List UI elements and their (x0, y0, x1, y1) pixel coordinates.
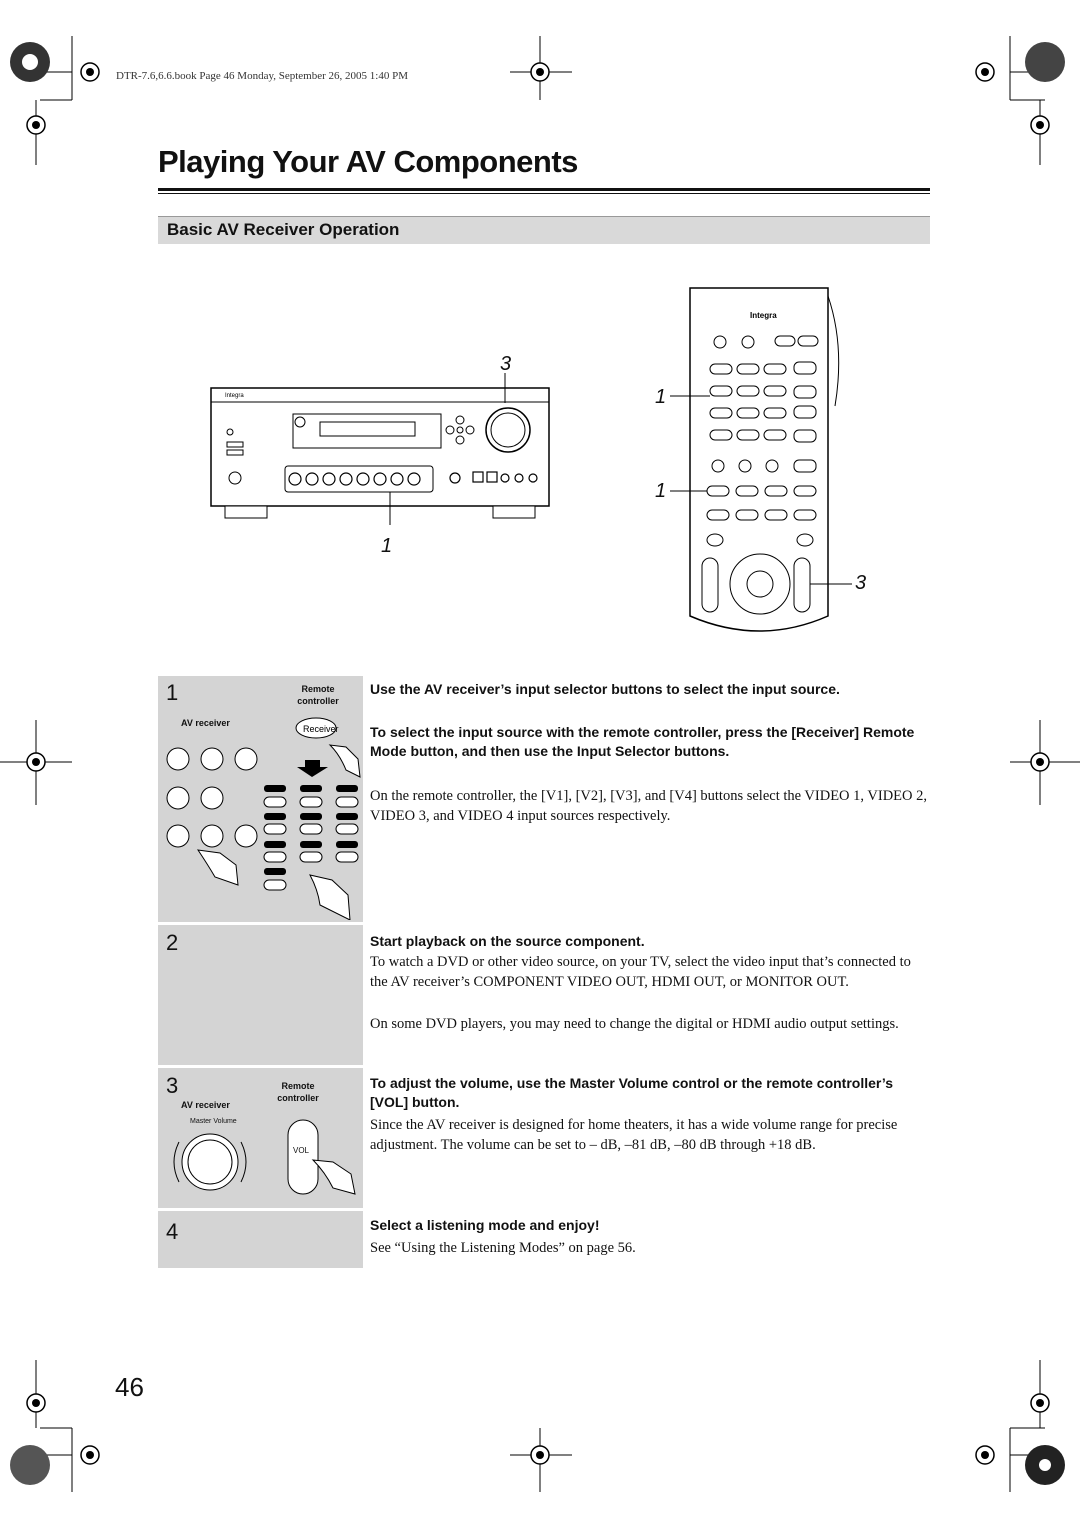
step-2-number: 2 (166, 930, 179, 955)
receiver-brand-text: Integra (225, 393, 244, 399)
master-volume-label: Master Volume (190, 1118, 237, 1125)
vol-label: VOL (293, 1146, 310, 1155)
receiver-button-text: Receiver (303, 724, 339, 734)
callout-line-3-receiver (504, 373, 506, 403)
step-2-text-2: On some DVD players, you may need to cha… (370, 1016, 899, 1032)
section-header: Basic AV Receiver Operation (158, 216, 930, 244)
title-rule-thin (158, 193, 930, 194)
callout-1-receiver: 1 (381, 535, 393, 557)
step-4-heading: Select a listening mode and enjoy! (370, 1217, 600, 1233)
step-4-number: 4 (166, 1219, 179, 1244)
step-1-text: On the remote controller, the [V1], [V2]… (370, 788, 927, 824)
remote-brand-text: Integra (750, 311, 777, 320)
callout-1-remote-input: 1 (655, 386, 667, 408)
step-3-av-receiver-label: AV receiver (181, 1100, 230, 1110)
step-1-heading-2: To select the input source with the remo… (370, 724, 915, 759)
remote-illustration: Integra (670, 287, 852, 632)
page-title: Playing Your AV Components (158, 144, 578, 179)
step-1-number: 1 (166, 680, 179, 705)
step-1-heading: Use the AV receiver’s input selector but… (370, 681, 840, 697)
step-1-remote-label: Remote controller (297, 684, 339, 706)
step-3-volume-illustration (173, 1119, 356, 1195)
callout-1-remote-mode: 1 (655, 480, 667, 502)
callout-3-receiver: 3 (500, 353, 512, 375)
step-3-number: 3 (166, 1073, 179, 1098)
step-1-button-illustration: Receiver (166, 717, 361, 920)
step-4-panel (158, 1211, 363, 1268)
book-info-line: DTR-7.6,6.6.book Page 46 Monday, Septemb… (116, 70, 408, 82)
step-2-text: To watch a DVD or other video source, on… (370, 954, 911, 990)
section-title: Basic AV Receiver Operation (167, 220, 400, 239)
step-3-heading: To adjust the volume, use the Master Vol… (370, 1075, 894, 1110)
step-3-panel (158, 1068, 363, 1208)
step-3-text: Since the AV receiver is designed for ho… (370, 1117, 898, 1153)
step-4-text: See “Using the Listening Modes” on page … (370, 1240, 636, 1256)
page-number: 46 (115, 1372, 144, 1402)
step-2-heading: Start playback on the source component. (370, 933, 645, 949)
title-rule (158, 188, 930, 191)
step-2-panel (158, 925, 363, 1065)
callout-3-remote-vol: 3 (855, 572, 867, 594)
step-3-remote-label: Remote controller (277, 1081, 319, 1103)
av-receiver-illustration: Integra (210, 387, 550, 525)
step-1-av-receiver-label: AV receiver (181, 718, 230, 728)
